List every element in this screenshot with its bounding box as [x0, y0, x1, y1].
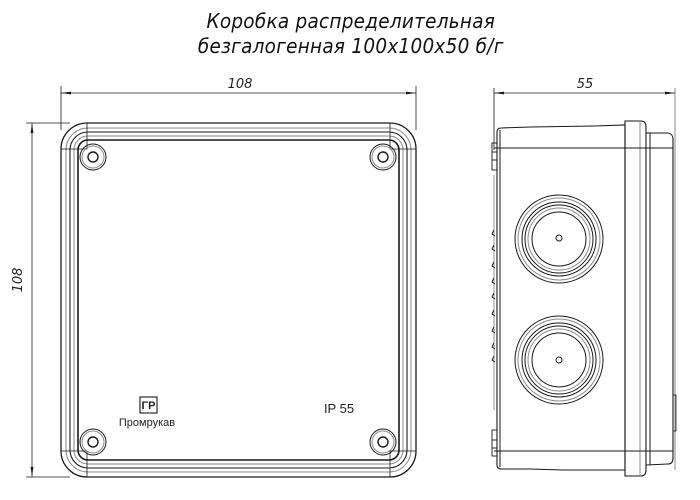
depth-dimension: [493, 88, 676, 470]
screw-top-right: [369, 143, 397, 171]
lid-inner-outline: [77, 139, 400, 461]
cable-gland-bottom: [514, 315, 604, 405]
height-dimension-label: 108: [11, 268, 26, 293]
height-dimension: [26, 122, 70, 478]
brand-logo-mark: ΓР: [142, 400, 156, 412]
drawing-title-line-2: безгалогенная 100х100х50 б/г: [197, 34, 504, 58]
drawing-title-line-1: Коробка распределительная: [206, 9, 496, 33]
brand-name: Промрукав: [119, 417, 175, 429]
side-lid: [645, 132, 674, 466]
side-ribs: [491, 142, 498, 457]
depth-dimension-label: 55: [577, 77, 594, 92]
screw-top-left: [79, 143, 107, 171]
front-view: [26, 86, 417, 478]
width-dimension-label: 108: [228, 77, 253, 92]
cable-gland-top: [514, 194, 604, 284]
brand-logo: [139, 396, 158, 414]
side-view: [491, 88, 677, 477]
protection-rating: IP 55: [324, 401, 354, 416]
screw-bottom-right: [369, 428, 397, 456]
side-body-outline: [496, 124, 626, 471]
screw-bottom-left: [79, 428, 107, 456]
box-outer-outline: [60, 122, 417, 478]
side-flange: [624, 120, 647, 477]
